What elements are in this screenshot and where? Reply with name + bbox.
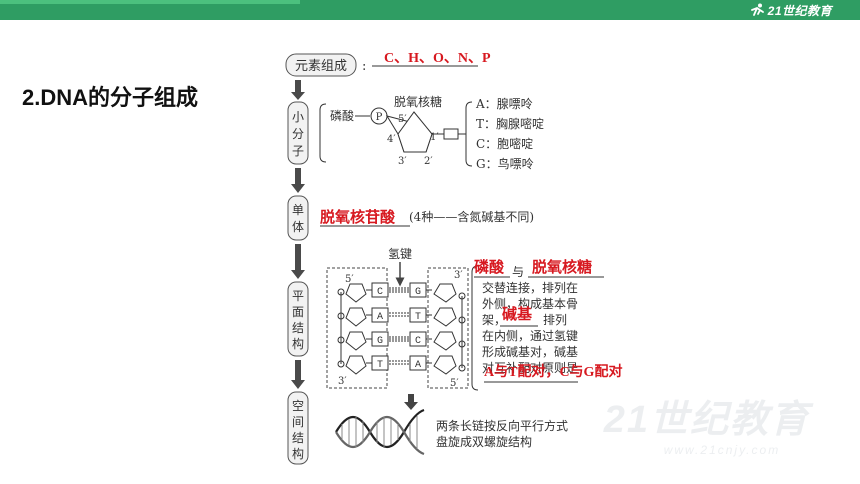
carbon-5-label: 5′ [398,114,407,125]
right-base-3: C [415,336,421,347]
strand-3-bottom: 3′ [338,376,347,387]
spatial-text-line-1: 两条长链按反向平行方式 [436,418,568,433]
planar-char-2: 面 [292,305,304,319]
planar-char-3: 结 [292,321,304,335]
planar-answer-base: 碱基 [502,305,533,323]
base-a: A：腺嘌呤 [475,96,533,111]
monomer-answer: 脱氧核苷酸 [320,208,396,226]
planar-connector: 与 [512,265,524,279]
planar-answer-deoxyribose: 脱氧核糖 [532,258,592,276]
carbon-2-label: 2′ [424,156,433,167]
logo-text: 21世纪教育 [767,3,832,18]
planar-text-line-2: 外侧，构成基本骨 [482,296,578,311]
planar-text-line-3: 架， [482,313,506,327]
planar-text-line-5: 在内侧，通过氢键 [482,328,578,343]
base-t: T：胸腺嘧啶 [476,116,544,131]
watermark-url: www.21cnjy.com [663,443,781,457]
carbon-4-label: 4′ [387,134,396,145]
hydrogen-bond-label: 氢键 [388,246,412,261]
planar-char-1: 平 [292,289,304,303]
phosphate-label: 磷酸 [330,108,354,123]
element-composition-label: 元素组成 [295,59,347,74]
colon: : [362,59,366,74]
spatial-char-3: 结 [292,431,304,445]
strand-5-bottom: 5′ [450,378,459,389]
small-molecule-char-2: 分 [292,127,304,141]
monomer-note: (4种——含氮碱基不同) [409,209,534,224]
planar-bracket [471,265,479,391]
top-bar-accent [0,0,300,4]
planar-text-line-4: 排列 [543,313,567,327]
carbon-1-label: 1′ [430,132,439,143]
right-base-1: G [415,287,421,298]
spatial-char-1: 空 [292,399,304,413]
small-molecule-char-3: 子 [292,144,304,158]
monomer-char-1: 单 [292,203,304,217]
down-arrow-icon [291,244,305,279]
down-arrow-icon [291,360,305,389]
nucleotide-pairs: C G A T G C [337,282,466,375]
strand-5-top: 5′ [345,274,354,285]
site-logo[interactable]: 21世纪教育 [749,2,832,18]
element-composition-box: 元素组成 [285,53,357,77]
planar-text-line-7: 对互补配对原则是 [482,361,578,375]
p-symbol: P [376,112,383,123]
page-title: 2.DNA的分子组成 [22,85,199,110]
planar-answer-phosphate: 磷酸 [474,258,505,276]
planar-text-line-6: 形成碱基对，碱基 [482,345,578,359]
left-base-4: T [377,360,383,371]
spatial-char-2: 间 [292,415,304,429]
down-arrow-icon [404,394,418,410]
double-helix-icon [335,408,425,456]
down-arrow-icon [291,168,305,193]
left-strand-frame [326,267,388,389]
planar-text-line-1: 交替连接，排列在 [482,280,578,295]
left-base-3: G [377,336,383,347]
right-brace [465,101,473,167]
planar-answer-pairing: A与T配对，C与G配对 [484,363,622,380]
left-base-1: C [377,287,383,298]
watermark-logo-text: 21世纪教育 [603,399,810,441]
right-base-4: A [415,360,421,371]
spatial-text-line-2: 盘旋成双螺旋结构 [436,434,532,449]
elements-answer: C、H、O、N、P [384,51,491,66]
runner-icon [750,3,764,16]
spatial-char-4: 构 [292,446,304,461]
sugar-ring [397,111,433,153]
spatial-structure-box: 空 间 结 构 [287,391,309,465]
monomer-char-2: 体 [292,220,304,234]
right-base-2: T [415,312,421,323]
watermark: 21世纪教育 www.21cnjy.com [604,388,810,457]
top-bar: 21世纪教育 [0,0,860,20]
base-c: C：胞嘧啶 [476,137,533,151]
small-molecule-box: 小 分 子 [287,101,309,165]
strand-3-top: 3′ [454,270,463,281]
base-box [443,128,459,140]
planar-structure-box: 平 面 结 构 [287,281,309,357]
down-arrow-icon [291,80,305,100]
left-brace [319,103,327,163]
small-molecule-char-1: 小 [292,110,304,124]
monomer-box: 单 体 [287,195,309,241]
carbon-3-label: 3′ [398,156,407,167]
deoxyribose-label: 脱氧核糖 [394,94,442,109]
left-base-2: A [377,312,383,323]
planar-char-4: 构 [292,336,304,351]
right-strand-frame [427,267,469,389]
base-g: G：鸟嘌呤 [476,156,534,171]
flow-arrows [291,80,305,389]
